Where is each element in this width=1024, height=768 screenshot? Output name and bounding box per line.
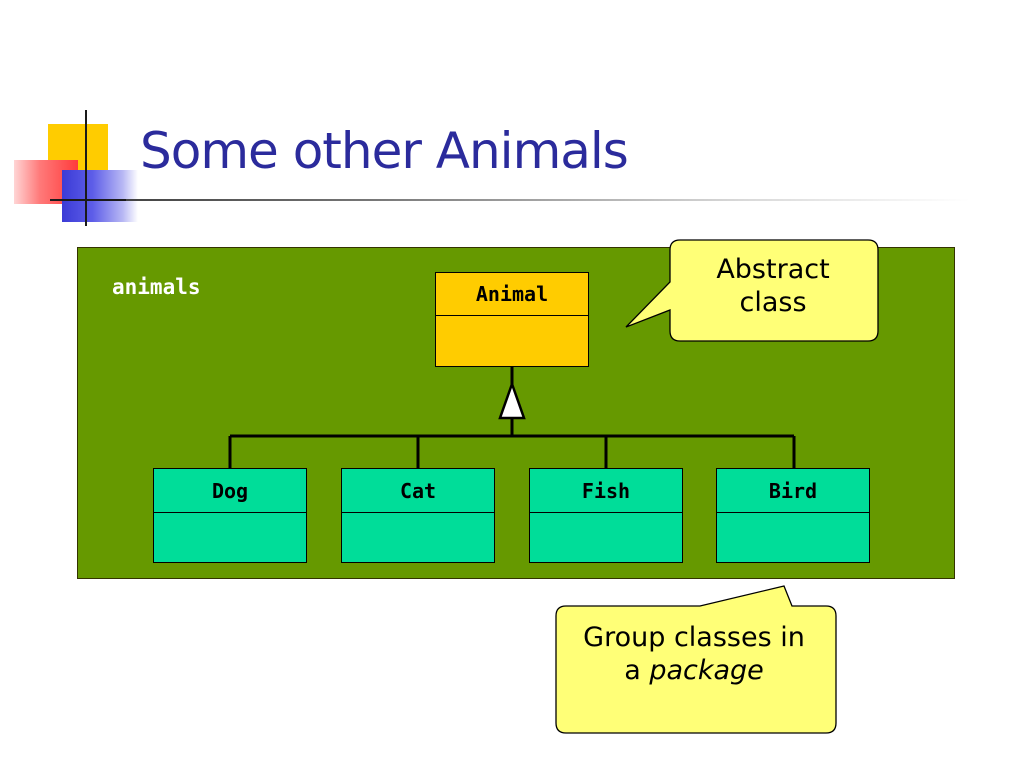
callout-package-emphasis: package	[649, 655, 764, 687]
class-bird-name: Bird	[717, 469, 869, 513]
class-fish: Fish	[529, 468, 683, 563]
callout-package-line1: Group classes in	[583, 622, 805, 653]
decor-horizontal-line	[50, 199, 126, 201]
title-underline-rule	[50, 199, 970, 201]
generalization-arrow-icon	[498, 380, 526, 420]
callout-abstract-line1: Abstract	[716, 254, 830, 285]
callout-package-text: Group classes in a package	[558, 621, 830, 688]
class-animal-name: Animal	[436, 273, 588, 316]
package-label: animals	[112, 275, 201, 299]
class-cat-name: Cat	[342, 469, 494, 513]
class-fish-name: Fish	[530, 469, 682, 513]
callout-abstract-text: Abstract class	[675, 253, 871, 320]
callout-abstract-line2: class	[739, 287, 807, 319]
decor-vertical-line	[85, 110, 87, 226]
slide-title: Some other Animals	[140, 122, 629, 180]
class-dog-name: Dog	[154, 469, 306, 513]
decor-blue-square	[62, 170, 138, 222]
class-cat: Cat	[341, 468, 495, 563]
class-animal: Animal	[435, 272, 589, 367]
class-bird: Bird	[716, 468, 870, 563]
callout-package-line2-prefix: a	[624, 655, 650, 687]
class-dog: Dog	[153, 468, 307, 563]
